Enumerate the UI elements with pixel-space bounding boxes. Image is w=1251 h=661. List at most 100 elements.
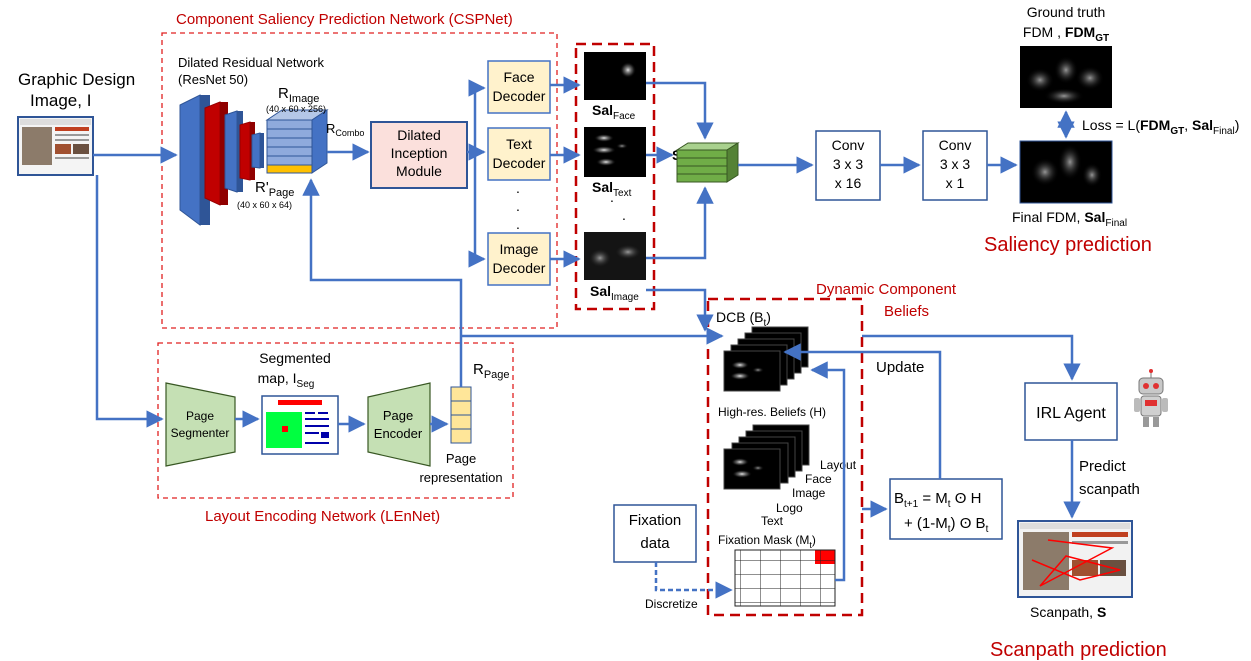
resnet-backbone-graphic [179,94,264,226]
decoder-dots-3: . [516,216,520,232]
dcb-label: DCB (Bt) [716,309,771,329]
inception-line3: Module [396,163,442,179]
ground-truth-line1: Ground truth [1027,4,1106,20]
page-rep-line2: representation [419,470,502,485]
decoder-dots-1: . [516,180,520,196]
svg-text:3 x 3: 3 x 3 [833,156,864,172]
loss-label: Loss = L(FDMGT, SalFinal) [1082,117,1239,137]
sal-text-map [584,127,646,177]
sal-text-label: SalText [592,179,632,199]
svg-text:Page: Page [383,408,413,423]
high-res-stack [723,424,810,490]
arrows [93,76,1081,599]
layer-logo: Logo [776,501,803,515]
sal-face-map [584,52,646,100]
r-combo-label: RCombo [326,121,364,138]
segmented-map-line1: Segmented [259,350,331,366]
dcb-title-line2: Beliefs [884,303,929,320]
ground-truth-fdm-map [1020,46,1112,108]
irl-agent-box: IRL Agent [1024,382,1118,441]
svg-text:Decoder: Decoder [493,260,546,276]
svg-text:Segmenter: Segmenter [171,426,230,440]
layer-layout: Layout [820,458,857,472]
svg-text:Face: Face [503,69,534,85]
svg-text:x 1: x 1 [946,175,965,191]
face-decoder-box: Face Decoder [487,60,551,114]
dcb-stack [723,326,809,392]
svg-text:Fixation: Fixation [629,512,682,529]
fixation-data-box: Fixation data [613,504,697,563]
sal-image-map [584,232,646,280]
predict-line2: scanpath [1079,481,1140,498]
input-title-line2: Image, I [30,91,91,110]
sal-combined-cube [675,142,740,183]
cspnet-region [161,32,558,329]
r-image-dims: (40 x 60 x 256) [266,104,326,114]
discretize-label: Discretize [645,597,698,611]
sal-face-label: SalFace [592,102,636,122]
page-encoder-box: Page Encoder [367,382,431,467]
layer-face: Face [805,472,832,486]
final-fdm-map [1019,140,1113,204]
final-fdm-label: Final FDM, SalFinal [1012,209,1127,229]
page-representation-vector [450,386,472,444]
lennet-title: Layout Encoding Network (LEnNet) [205,508,440,525]
sal-dots-2: . [622,207,626,223]
svg-text:Page: Page [186,409,214,423]
sal-dots-1: . [610,189,614,205]
inception-module-box [370,121,468,189]
layer-text: Text [761,514,784,528]
segmented-map-line2: map, ISeg [258,370,315,390]
svg-text:3 x 3: 3 x 3 [940,156,971,172]
cspnet-title: Component Saliency Prediction Network (C… [176,11,513,28]
segmented-map-thumbnail [261,395,339,455]
input-image-thumbnail [17,116,94,176]
page-segmenter-box: Page Segmenter [165,382,236,467]
update-label: Update [876,359,924,376]
conv-1-box: Conv 3 x 3 x 1 [922,130,988,201]
lennet-region [157,342,514,499]
ground-truth-line2: FDM , FDMGT [1023,24,1109,44]
input-title-line1: Graphic Design [18,70,135,89]
high-res-label: High-res. Beliefs (H) [718,405,826,419]
saliency-maps-region [574,42,656,311]
svg-text:Conv: Conv [939,137,972,153]
conv-16-box: Conv 3 x 3 x 16 [815,130,881,201]
svg-text:x 16: x 16 [835,175,862,191]
svg-text:Bt+1 = Mt ʘ H: Bt+1 = Mt ʘ H [894,490,981,510]
svg-text:Text: Text [506,136,532,152]
svg-text:Conv: Conv [832,137,865,153]
dcb-region [706,297,864,617]
r-page-label: RPage [473,361,510,381]
update-equation-box: Bt+1 = Mt ʘ H + (1-Mt) ʘ Bt [889,478,1003,540]
layer-image: Image [792,486,826,500]
saliency-prediction-label: Saliency prediction [984,234,1152,256]
page-rep-line1: Page [446,451,476,466]
backbone-label-line1: Dilated Residual Network [178,55,324,70]
svg-text:Decoder: Decoder [493,88,546,104]
robot-icon [1134,369,1168,427]
inception-line2: Inception [391,145,448,161]
inception-line1: Dilated [397,127,441,143]
svg-text:Decoder: Decoder [493,155,546,171]
feature-cube [265,109,329,174]
r-page-prime-dims: (40 x 60 x 64) [237,200,292,210]
backbone-label-line2: (ResNet 50) [178,72,248,87]
predict-line1: Predict [1079,458,1127,475]
scanpath-label: Scanpath, S [1030,604,1106,620]
image-decoder-box: Image Decoder [487,232,551,286]
svg-text:IRL Agent: IRL Agent [1036,405,1106,422]
svg-text:Image: Image [500,241,539,257]
svg-text:+ (1-Mt) ʘ Bt: + (1-Mt) ʘ Bt [904,515,989,535]
scanpath-prediction-label: Scanpath prediction [990,639,1167,661]
text-decoder-box: Text Decoder [487,127,551,181]
r-image-label: RImage [278,85,319,105]
sal-image-label: SalImage [590,283,639,303]
scanpath-image [1017,520,1133,598]
svg-text:data: data [640,535,670,552]
fixation-mask-label: Fixation Mask (Mt) [718,533,816,550]
fixation-mask-grid [734,549,836,607]
r-page-prime-label: R'Page [255,179,294,199]
svg-text:Encoder: Encoder [374,426,423,441]
